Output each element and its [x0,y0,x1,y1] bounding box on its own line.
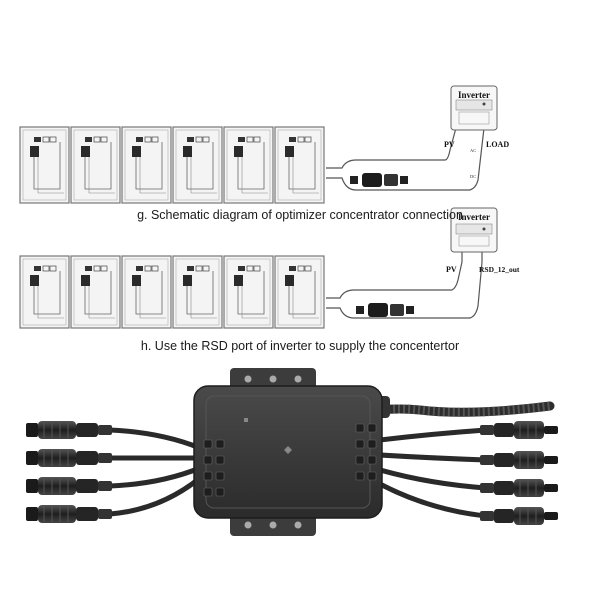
port-square [355,423,365,433]
mc4-connector-left [26,421,112,439]
port-square [355,455,365,465]
port-square [367,423,377,433]
inverter-top-dc-label: DC [470,174,476,179]
inverter-bottom-rsd-label: RSD_12_out [479,265,520,274]
main-cable-texture [377,401,551,417]
center-mark [284,446,292,454]
mc4-connector-right [480,451,558,469]
solar-panel [172,255,223,329]
inverter-top: Inverter PV LOAD AC DC [444,85,509,179]
solar-panel [223,255,274,329]
mc4-connector-right [480,479,558,497]
panel-row-bottom [19,255,325,329]
inverter-top-pv-label: PV [444,140,455,149]
solar-panel [274,126,325,204]
mc4-connector-left [26,477,112,495]
port-square [367,439,377,449]
right-cables [377,427,489,519]
solar-panel [172,126,223,204]
port-square [203,471,213,481]
bottom-concentrator [356,303,414,317]
port-square [203,439,213,449]
mc4-connector-left [26,505,112,523]
solar-panel [274,255,325,329]
port-square [203,487,213,497]
solar-panel [70,255,121,329]
panel-row-top [19,126,325,204]
inverter-bottom-title: Inverter [458,212,490,222]
mc4-connector-right [480,421,558,439]
solar-panel [121,255,172,329]
port-square [203,455,213,465]
port-square [367,471,377,481]
port-square [215,487,225,497]
port-square [355,471,365,481]
solar-panel [19,126,70,204]
inverter-top-load-label: LOAD [486,140,509,149]
left-cables [107,427,203,517]
solar-panel [70,126,121,204]
port-square [367,455,377,465]
solar-panel [121,126,172,204]
port-square [215,455,225,465]
port-square [215,471,225,481]
mc4-connector-right [480,507,558,525]
caption-g: g. Schematic diagram of optimizer concen… [137,208,463,222]
inverter-top-title: Inverter [458,90,490,100]
solar-panel [19,255,70,329]
solar-panel [223,126,274,204]
inverter-bottom: Inverter PV RSD_12_out [446,207,520,274]
inverter-top-ac-label: AC [470,148,476,153]
port-square [215,439,225,449]
inverter-bottom-pv-label: PV [446,265,457,274]
concentrator-product-image [26,368,558,536]
port-square [355,439,365,449]
mc4-connector-left [26,449,112,467]
caption-h: h. Use the RSD port of inverter to suppl… [140,339,460,353]
top-concentrator [350,173,408,187]
